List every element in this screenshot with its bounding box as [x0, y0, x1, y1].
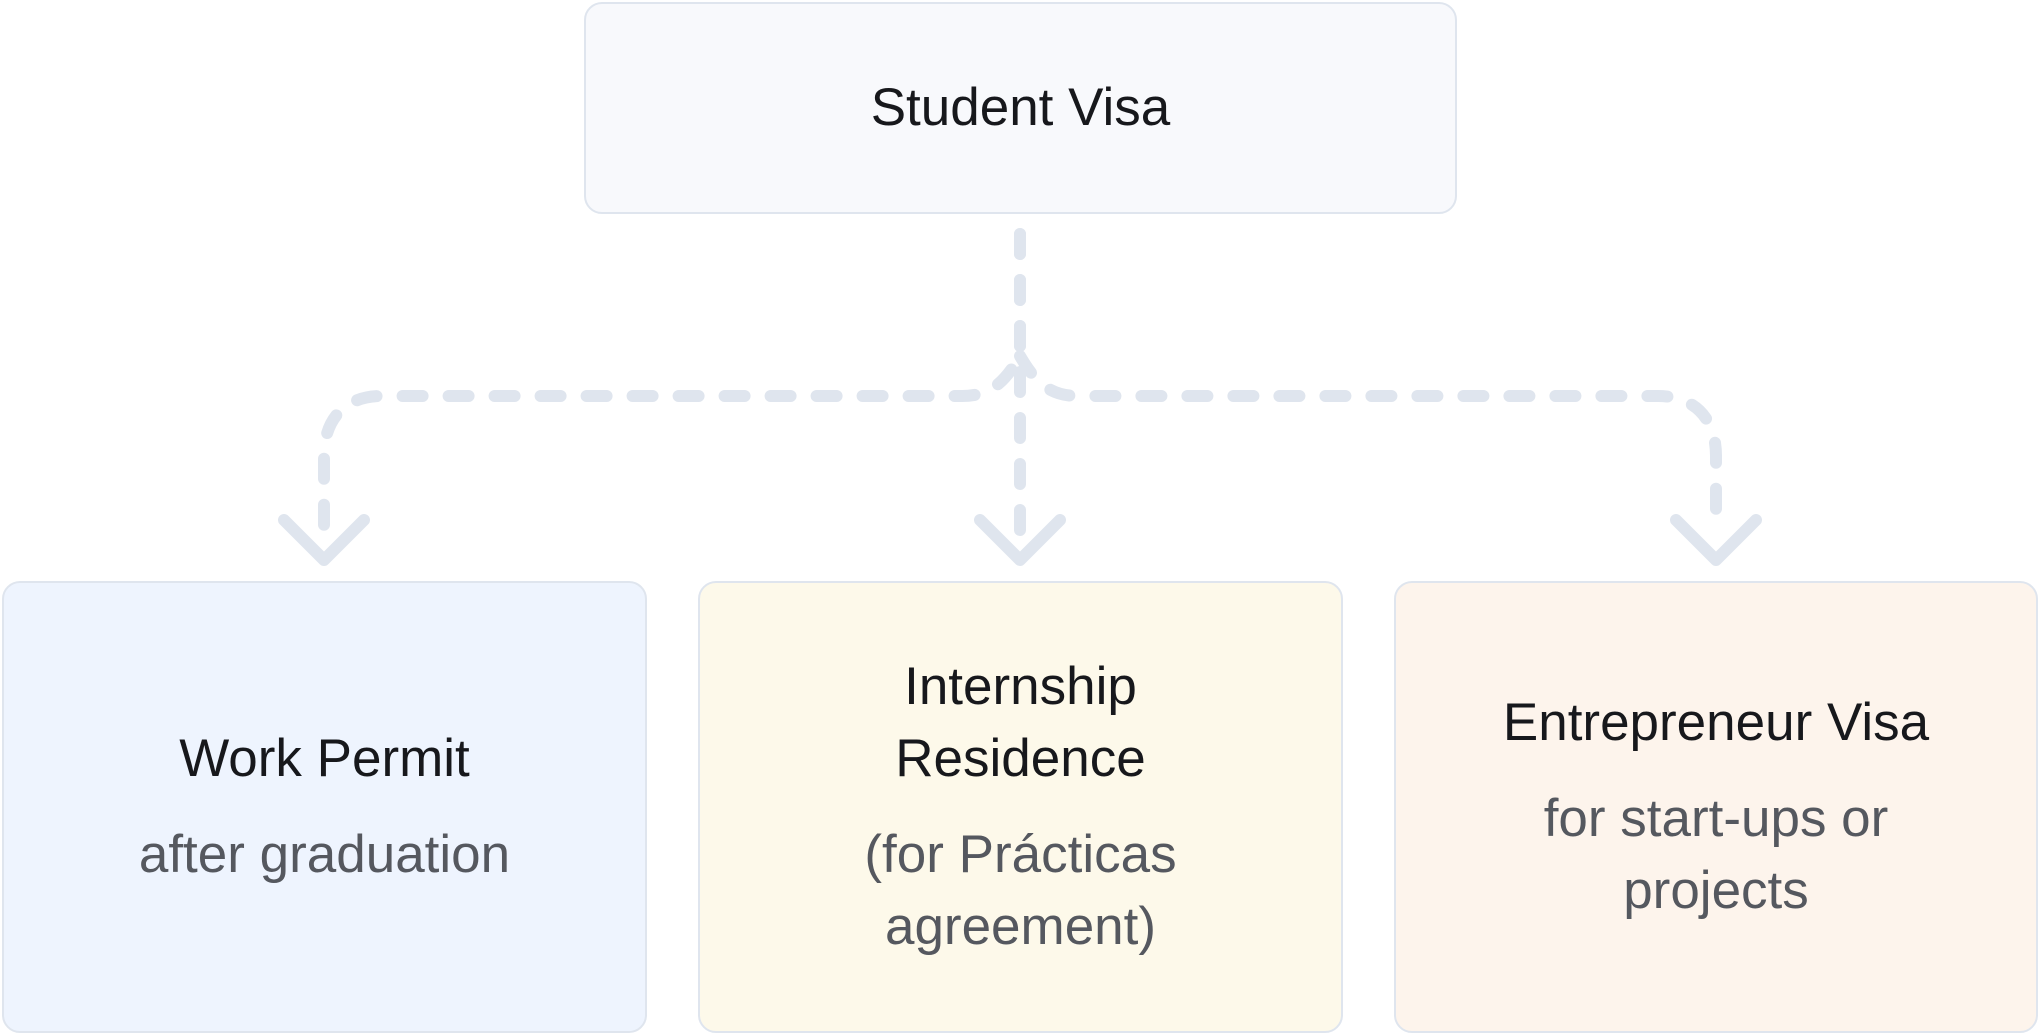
arrowhead-internship — [974, 514, 1066, 566]
internship-residence-subtitle: (for Prácticas agreement) — [864, 825, 1177, 956]
connector-to-entrepreneur — [1014, 350, 1722, 536]
entrepreneur-visa-node: Entrepreneur Visa for start-ups or proje… — [1394, 581, 2038, 1033]
student-visa-node: Student Visa — [584, 2, 1457, 214]
arrowhead-entrepreneur — [1670, 514, 1762, 566]
work-permit-title: Work Permit — [179, 729, 470, 788]
work-permit-node: Work Permit after graduation — [2, 581, 647, 1033]
internship-residence-node: Internship Residence (for Prácticas agre… — [698, 581, 1343, 1033]
entrepreneur-visa-title: Entrepreneur Visa — [1502, 693, 1930, 752]
connector-to-work-permit — [318, 228, 1026, 536]
student-visa-title: Student Visa — [870, 78, 1171, 137]
internship-residence-title: Internship Residence — [895, 657, 1146, 788]
arrowhead-work-permit — [278, 514, 370, 566]
entrepreneur-visa-subtitle: for start-ups or projects — [1543, 789, 1889, 920]
work-permit-subtitle: after graduation — [138, 825, 511, 884]
